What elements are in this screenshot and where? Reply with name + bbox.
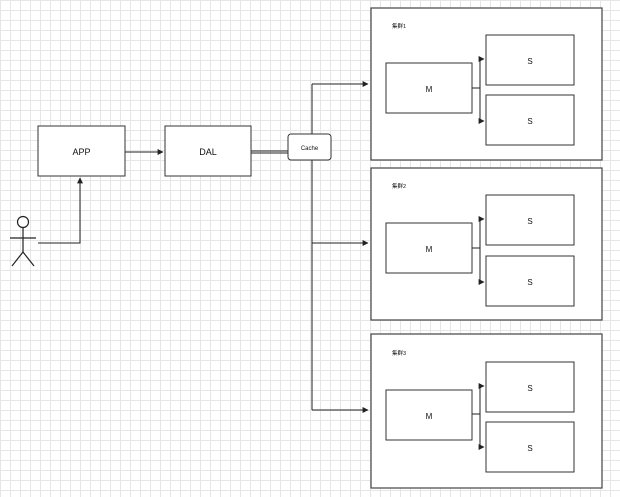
cluster-3-master-to-slave-2-connector xyxy=(478,414,485,450)
cluster-2: 集群2 M S S xyxy=(370,167,603,321)
cluster-1-slave-1-label: S xyxy=(527,57,532,66)
cluster-2-title: 集群2 xyxy=(392,182,406,190)
cluster-1-master-label: M xyxy=(426,85,433,94)
cluster-3-slave-1-label: S xyxy=(527,384,532,393)
cluster-3-title: 集群3 xyxy=(392,349,406,357)
cluster-3-slave-1-box xyxy=(485,361,575,413)
cluster-2-slave-2-label: S xyxy=(527,278,532,287)
cache-node-label: Cache xyxy=(301,146,319,152)
cluster-2-slave-1-box xyxy=(485,194,575,246)
cluster-1-slave-2-box xyxy=(485,94,575,146)
actor-to-app-connector xyxy=(38,177,83,244)
cluster-2-master-box xyxy=(385,222,473,274)
cluster-1: 集群1 M S S xyxy=(370,7,603,161)
dal-node: DAL xyxy=(164,125,252,177)
cluster-2-master-to-slave-2-connector xyxy=(478,248,485,285)
dal-node-label: DAL xyxy=(199,147,217,157)
cluster-1-title: 集群1 xyxy=(392,22,406,30)
cluster-1-slave-2-label: S xyxy=(527,117,532,126)
cluster-2-slave-1-label: S xyxy=(527,217,532,226)
app-node: APP xyxy=(37,125,126,177)
cluster-3: 集群3 M S S xyxy=(370,333,603,489)
cluster-1-master-to-slave-2-connector xyxy=(478,88,485,124)
cluster-3-slave-2-box xyxy=(485,421,575,473)
user-actor-icon xyxy=(10,215,36,267)
cluster-3-master-box xyxy=(385,389,473,441)
app-node-label: APP xyxy=(72,147,90,157)
cluster-3-master-label: M xyxy=(426,412,433,421)
cluster-2-slave-2-box xyxy=(485,255,575,307)
cluster-1-master-box xyxy=(385,62,473,114)
cluster-1-slave-1-box xyxy=(485,34,575,86)
cluster-2-master-label: M xyxy=(426,245,433,254)
cache-node: Cache xyxy=(287,133,332,161)
cluster-3-slave-2-label: S xyxy=(527,444,532,453)
